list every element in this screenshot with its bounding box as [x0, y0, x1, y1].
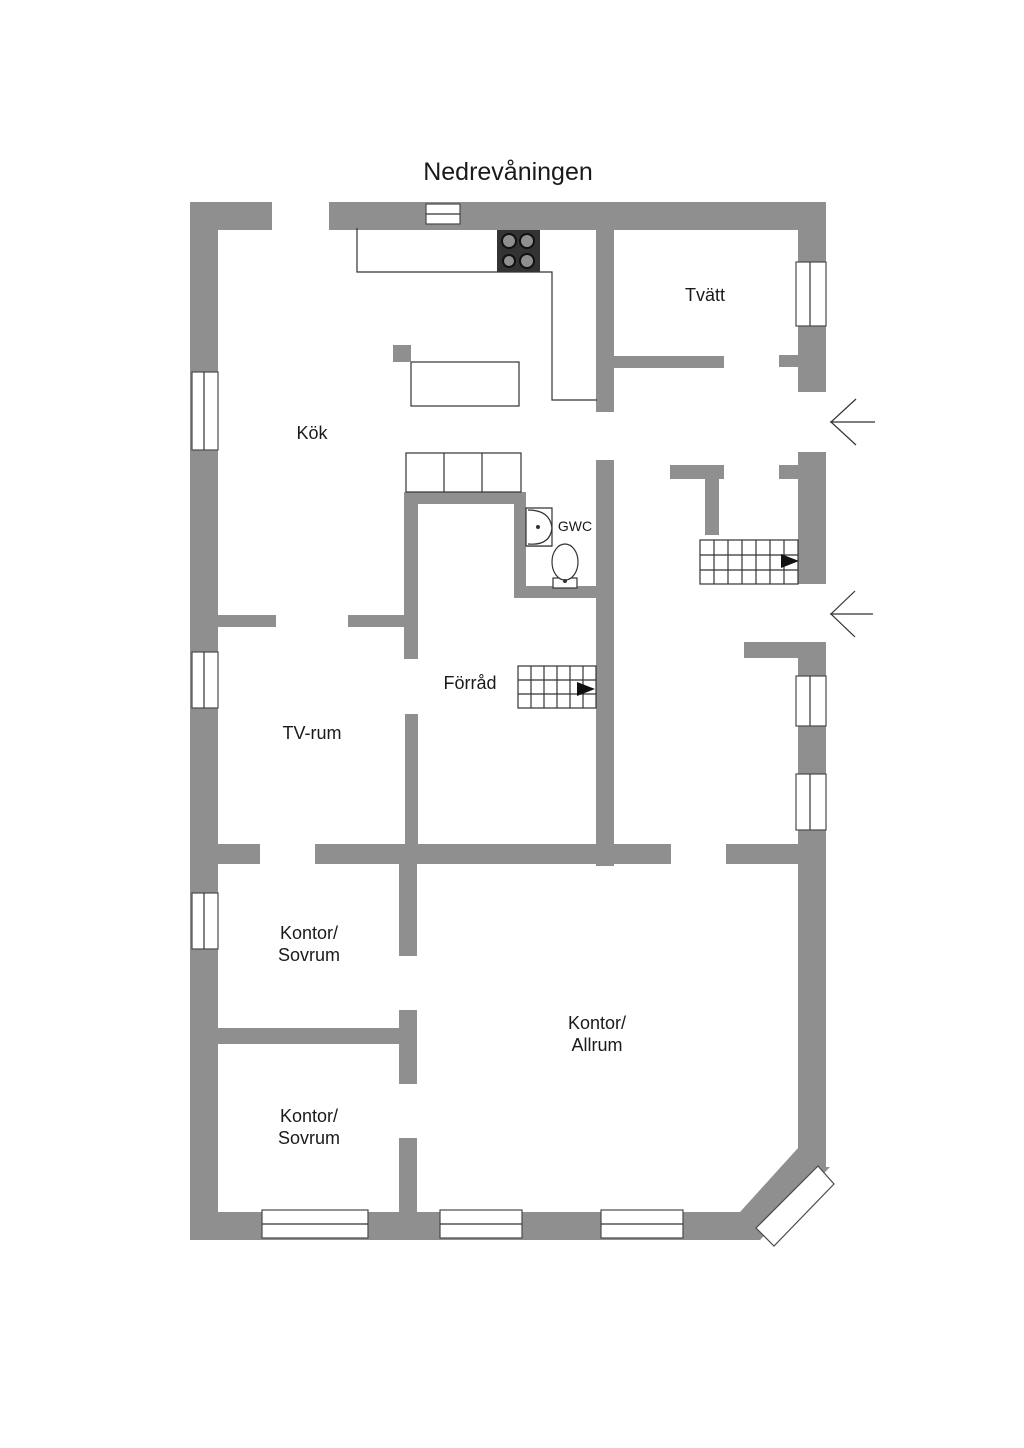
sink-icon — [527, 509, 553, 545]
room-label-kontor-allrum-line2: Allrum — [571, 1035, 622, 1055]
exterior-walls — [190, 202, 830, 1240]
room-label-tv-rum: TV-rum — [282, 723, 341, 743]
plan-title: Nedrevåningen — [423, 158, 593, 186]
toilet-icon — [551, 543, 579, 589]
room-label-gwc: GWC — [558, 518, 592, 534]
room-label-kontor-sovrum-1-line2: Sovrum — [278, 945, 340, 965]
triangle-right-icon — [781, 554, 799, 568]
staircase-hall — [699, 539, 799, 585]
gwc-fixtures — [525, 507, 579, 589]
stove-icon — [497, 230, 540, 272]
room-label-tvatt: Tvätt — [685, 285, 725, 305]
interior-walls — [218, 228, 801, 1214]
room-label-kontor-sovrum-2-line1: Kontor/ — [280, 1106, 338, 1126]
room-label-kontor-sovrum-1-line1: Kontor/ — [280, 923, 338, 943]
triangle-right-icon — [577, 682, 595, 696]
arrow-left-icon — [830, 398, 875, 446]
staircase-forrad — [517, 665, 597, 709]
arrow-left-icon — [830, 590, 873, 638]
room-label-kontor-sovrum-2-line2: Sovrum — [278, 1128, 340, 1148]
room-label-forrad: Förråd — [443, 673, 496, 693]
windows — [191, 203, 835, 1247]
room-label-kontor-allrum-line1: Kontor/ — [568, 1013, 626, 1033]
kitchen-counters — [356, 228, 597, 493]
room-label-kok: Kök — [296, 423, 328, 443]
